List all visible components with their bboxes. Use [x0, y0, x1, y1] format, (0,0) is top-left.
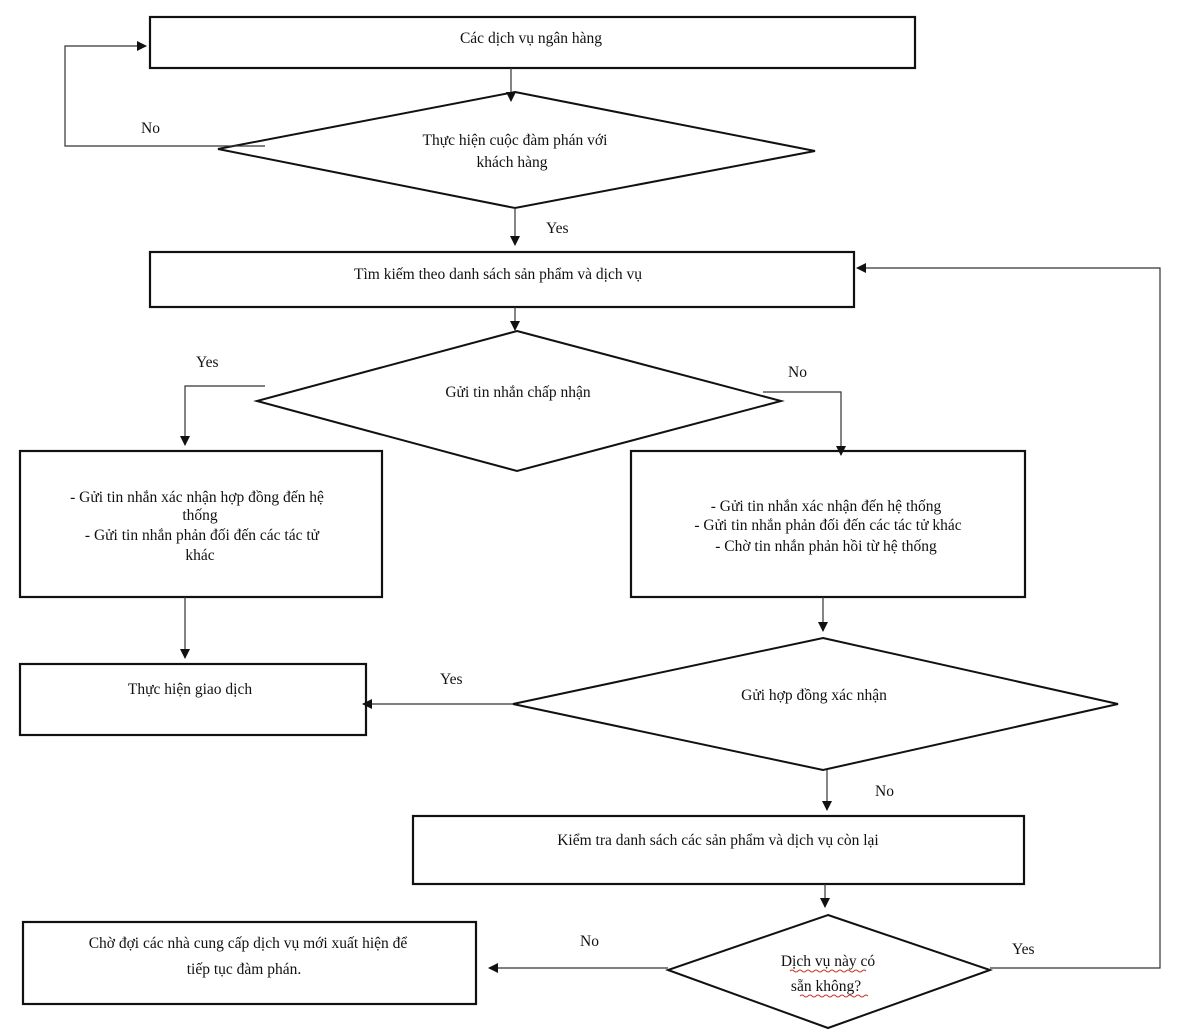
label-left-actions-line4: khác	[185, 547, 214, 564]
diamond-send-accept	[253, 329, 785, 473]
diamond-send-contract	[512, 636, 1119, 772]
label-send-accept: Gửi tin nhắn chấp nhận	[445, 384, 591, 401]
edge-label-no-check: No	[875, 783, 894, 800]
edge-label-yes-back: Yes	[1012, 941, 1035, 958]
edge-label-no-loop: No	[141, 120, 160, 137]
label-left-actions-line2: thống	[182, 507, 218, 524]
box-wait-providers	[21, 920, 478, 1006]
label-left-actions-line1: - Gửi tin nhắn xác nhận hợp đồng đến hệ	[70, 489, 324, 506]
label-wait-providers-line1: Chờ đợi các nhà cung cấp dịch vụ mới xuấ…	[89, 935, 408, 952]
box-check-remaining	[411, 814, 1026, 886]
edge-label-yes-transaction: Yes	[440, 671, 463, 688]
label-right-actions-line2: - Gửi tin nhắn phản đối đến các tác tử k…	[694, 517, 961, 534]
label-negotiate-line2: khách hàng	[476, 154, 547, 171]
label-left-actions-line3: - Gửi tin nhắn phản đối đến các tác tử	[85, 527, 320, 544]
connectors	[64, 41, 1161, 973]
label-service-available-line2: sẵn không?	[791, 978, 861, 995]
label-wait-providers-line2: tiếp tục đàm phán.	[187, 961, 302, 978]
label-check-remaining: Kiểm tra danh sách các sản phẩm và dịch …	[557, 832, 879, 849]
label-right-actions-line1: - Gửi tin nhắn xác nhận đến hệ thống	[711, 498, 942, 515]
label-do-transaction: Thực hiện giao dịch	[128, 681, 252, 698]
label-negotiate-line1: Thực hiện cuộc đàm phán với	[423, 132, 609, 149]
label-banking-services: Các dịch vụ ngân hàng	[460, 30, 602, 47]
box-do-transaction	[18, 662, 368, 737]
spellcheck-underline	[789, 969, 867, 973]
spellcheck-underline	[799, 994, 869, 998]
label-send-contract: Gửi hợp đồng xác nhận	[741, 687, 887, 704]
edge-label-yes-left: Yes	[196, 354, 219, 371]
label-service-available-line1: Dịch vụ này có	[781, 953, 876, 970]
edge-label-yes-search: Yes	[546, 220, 569, 237]
edge-label-no-right: No	[788, 364, 807, 381]
box-right-actions	[629, 449, 1027, 599]
label-right-actions-line3: - Chờ tin nhắn phản hồi từ hệ thống	[715, 538, 937, 555]
box-left-actions	[18, 449, 384, 599]
box-banking-services	[148, 15, 917, 70]
edge-label-no-wait: No	[580, 933, 599, 950]
label-search-list: Tìm kiếm theo danh sách sản phẩm và dịch…	[354, 266, 642, 283]
diamond-negotiate	[217, 90, 816, 210]
box-search-list	[148, 250, 856, 309]
